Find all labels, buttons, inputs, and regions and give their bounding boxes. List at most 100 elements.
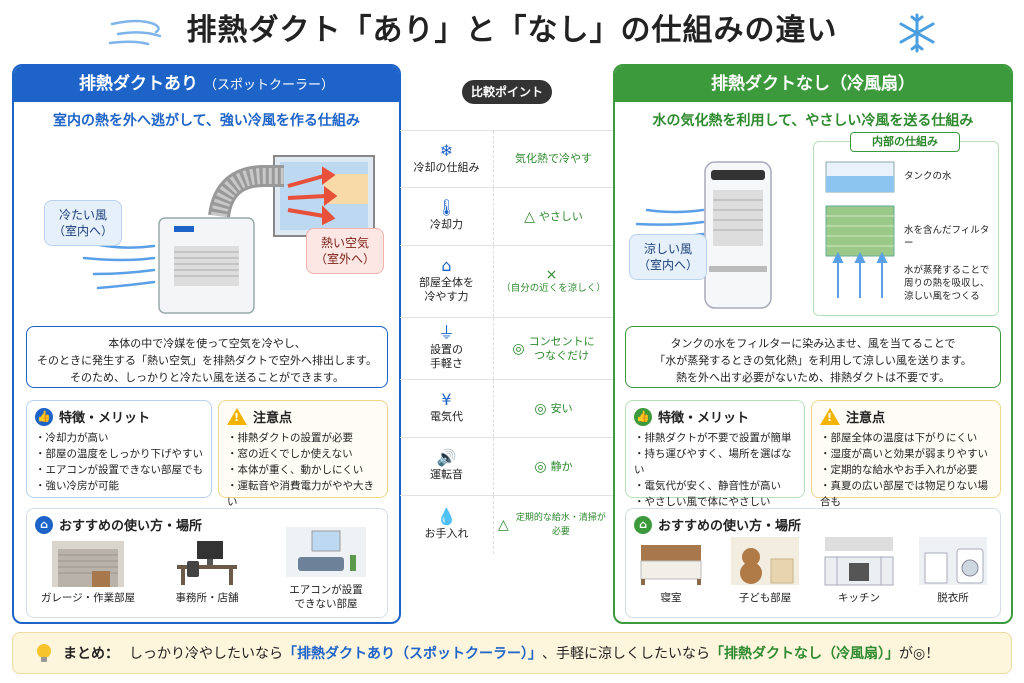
rating-mark: △ [498,517,509,533]
list-item: 定期的な給水やお手入れが必要 [820,462,992,478]
washing-machine-icon [919,537,987,585]
water-drop-icon: 💧 [436,506,457,526]
bubble-text: （室内へ） [53,224,114,238]
bubble-text: （室内へ） [638,258,699,272]
place-kitchen: キッチン [814,535,904,605]
mechanism-label: 周りの熱を吸収し、 [904,278,990,289]
list-item: 部屋の温度をしっかり下げやすい [35,446,204,462]
kitchen-icon [824,537,894,586]
list-item: 運転音や消費電力がやや大きい [227,478,379,510]
card-title: 注意点 [253,411,293,426]
row-value: つなぐだけ [534,348,590,362]
description-box: 本体の中で冷媒を使って空気を冷やし、 そのときに発生する「熱い空気」を排熱ダクト… [26,326,388,388]
rating-mark: △ [524,208,535,225]
summary-highlight: 「排熱ダクトあり（スポットクーラー）」 [283,646,542,662]
thumbs-up-icon: 👍 [35,407,53,426]
mechanism-diagram [825,161,895,298]
summary-text: が◎！ [899,646,940,662]
summary-text: 、手軽に涼しくしたいなら [542,646,710,662]
row-value: コンセントに [528,334,595,348]
comparison-row: 🔊運転音 ◎静か [400,438,613,496]
card-title: 注意点 [846,411,886,426]
living-room-icon [286,527,366,577]
caution-card: !注意点 部屋全体の温度は下がりにくい 湿度が高いと効果が弱まりやすい 定期的な… [811,400,1001,508]
thermometer-icon: 🌡 [436,198,457,217]
place-label: 子ども部屋 [738,592,792,604]
comparison-row: ⌂部屋全体を冷やす力 ×（自分の近くを涼しく） [400,246,613,318]
summary-lead: まとめ： [63,646,119,662]
house-icon: ⌂ [441,256,452,275]
row-value: （自分の近くを涼しく） [501,282,606,294]
spot-cooler-illustration [82,155,375,314]
home-icon: ⌂ [35,515,53,534]
row-value: 安い [550,401,573,415]
summary-highlight: 「排熱ダクトなし（冷風扇）」 [710,646,899,662]
page-title: 排熱ダクト「あり」と「なし」の仕組みの違い [186,13,838,48]
row-label: お手入れ [424,526,469,540]
row-label: 冷却の仕組み [413,160,480,174]
list-item: 部屋全体の温度は下がりにくい [820,430,992,446]
description-line: 熱を外へ出す必要がないため、排熱ダクトは不要です。 [676,371,950,384]
place-kids-room: 子ども部屋 [720,535,810,605]
snowflake-icon: ❄ [439,140,454,160]
warning-icon: ! [227,408,247,425]
rating-mark: × [545,266,558,283]
list-item: やさしい風で体にやさしい [634,494,796,510]
row-label: 設置の [430,343,463,356]
plug-icon: ⏚ [438,323,455,342]
place-label: できない部屋 [294,598,358,610]
row-label: 手軽さ [430,357,463,370]
list-item: 湿度が高いと効果が弱まりやすい [820,446,992,462]
bubble-text: 冷たい風 [59,208,108,222]
recommended-places: ⌂おすすめの使い方・場所 ガレージ・作業部屋 事務所・店舗 エアコンが設置 でき… [26,508,388,618]
comparison-row: ⏚設置の手軽さ ◎コンセントにつなぐだけ [400,318,613,380]
office-icon [177,541,237,585]
place-garage: ガレージ・作業部屋 [33,535,143,605]
summary-bar: まとめ： しっかり冷やしたいなら 「排熱ダクトあり（スポットクーラー）」 、手軽… [12,632,1012,674]
panel-header-sub: （冷風扇） [830,74,915,94]
place-label: エアコンが設置 [289,584,363,596]
list-item: 冷却力が高い [35,430,203,446]
row-label: 冷やす力 [424,290,469,303]
bubble-text: 熱い空気 [321,236,370,250]
rating-mark: ◎ [512,340,525,357]
panel-subtitle: 室内の熱を外へ逃がして、強い冷風を作る仕組み [53,113,360,129]
panel-header-sub: （スポットクーラー） [203,78,334,93]
panel-header-with-duct: 排熱ダクトあり （スポットクーラー） [14,66,399,102]
rating-mark: ◎ [534,400,547,417]
speaker-icon: 🔊 [436,448,457,467]
home-icon: ⌂ [634,515,652,534]
card-title: 特徴・メリット [59,411,151,426]
comparison-row: ¥電気代 ◎安い [400,380,613,438]
place-label: 脱衣所 [937,592,969,604]
cool-breeze-bubble: 涼しい風 （室内へ） [629,234,708,280]
place-dressing-room: 脱衣所 [908,535,998,605]
description-line: タンクの水をフィルターに染み込ませ、風を当てることで [670,337,956,350]
bubble-text: 涼しい風 [644,242,693,256]
place-label: 寝室 [660,592,682,604]
list-item: 窓の近くでしか使えない [227,446,379,462]
list-item: 本体が重く、動かしにくい [227,462,379,478]
row-label: 冷却力 [430,218,463,231]
row-label: 部屋全体を [419,276,474,289]
inner-mechanism-title: 内部の仕組み [850,132,960,152]
row-value: 気化熱で冷やす [515,152,592,165]
row-value: やさしい [538,209,583,223]
teddy-bear-icon [731,537,799,585]
cool-air-bubble: 冷たい風 （室内へ） [44,200,123,246]
thumbs-up-icon: 👍 [634,407,652,426]
rating-mark: ◎ [534,458,547,475]
internal-mechanism-box: 内部の仕組み タンクの水 水を含んだフィルター 水が蒸発することで 周りの熱を吸… [813,132,999,316]
place-bedroom: 寝室 [626,535,716,605]
comparison-column: 比較ポイント ❄冷却の仕組み 気化熱で冷やす 🌡冷却力 △やさしい ⌂部屋全体を… [400,80,613,625]
panel-header-label: 排熱ダクトあり [79,74,199,94]
mechanism-label: タンクの水 [904,171,952,182]
row-label: 電気代 [430,410,463,423]
mechanism-label: 水が蒸発することで [904,265,990,276]
place-label: ガレージ・作業部屋 [40,592,136,604]
lightbulb-icon [37,644,51,662]
comparison-row: 💧お手入れ △定期的な給水・清掃が必要 [400,496,613,554]
list-item: 強い冷房が可能 [35,478,203,494]
mechanism-label: 水を含んだフィルター [904,225,990,249]
wind-icon [108,19,162,46]
